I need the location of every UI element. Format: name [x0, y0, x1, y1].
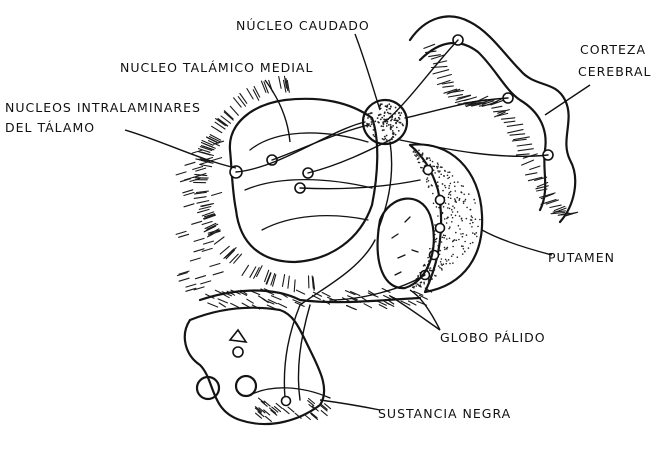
label-sustancia-negra: SUSTANCIA NEGRA: [378, 406, 511, 421]
label-nucleos-intralaminares: NUCLEOS INTRALAMINARES: [5, 100, 201, 115]
thalamus-region: [176, 76, 432, 309]
label-nucleo-talamico-medial: NUCLEO TALÁMICO MEDIAL: [120, 60, 313, 75]
substantia-nigra-neuron: [282, 397, 291, 406]
putamen: [410, 144, 482, 292]
labels: NÚCLEO CAUDADO NUCLEO TALÁMICO MEDIAL NU…: [5, 18, 651, 421]
midbrain: [185, 291, 420, 424]
putamen-neuron: [436, 224, 445, 233]
label-putamen: PUTAMEN: [548, 250, 615, 265]
putamen-neuron: [424, 166, 433, 175]
label-cerebral: CEREBRAL: [578, 64, 651, 79]
label-globo-palido: GLOBO PÁLIDO: [440, 330, 546, 345]
label-corteza: CORTEZA: [580, 42, 646, 57]
neural-fibers: [236, 40, 548, 400]
putamen-neuron: [436, 196, 445, 205]
cerebral-cortex: [410, 16, 578, 222]
midbrain-neuron: [230, 330, 246, 342]
label-nucleo-caudado: NÚCLEO CAUDADO: [236, 18, 370, 33]
midbrain-neuron: [233, 347, 243, 357]
label-pointers: [125, 34, 590, 410]
label-del-talamo: DEL TÁLAMO: [5, 120, 95, 135]
